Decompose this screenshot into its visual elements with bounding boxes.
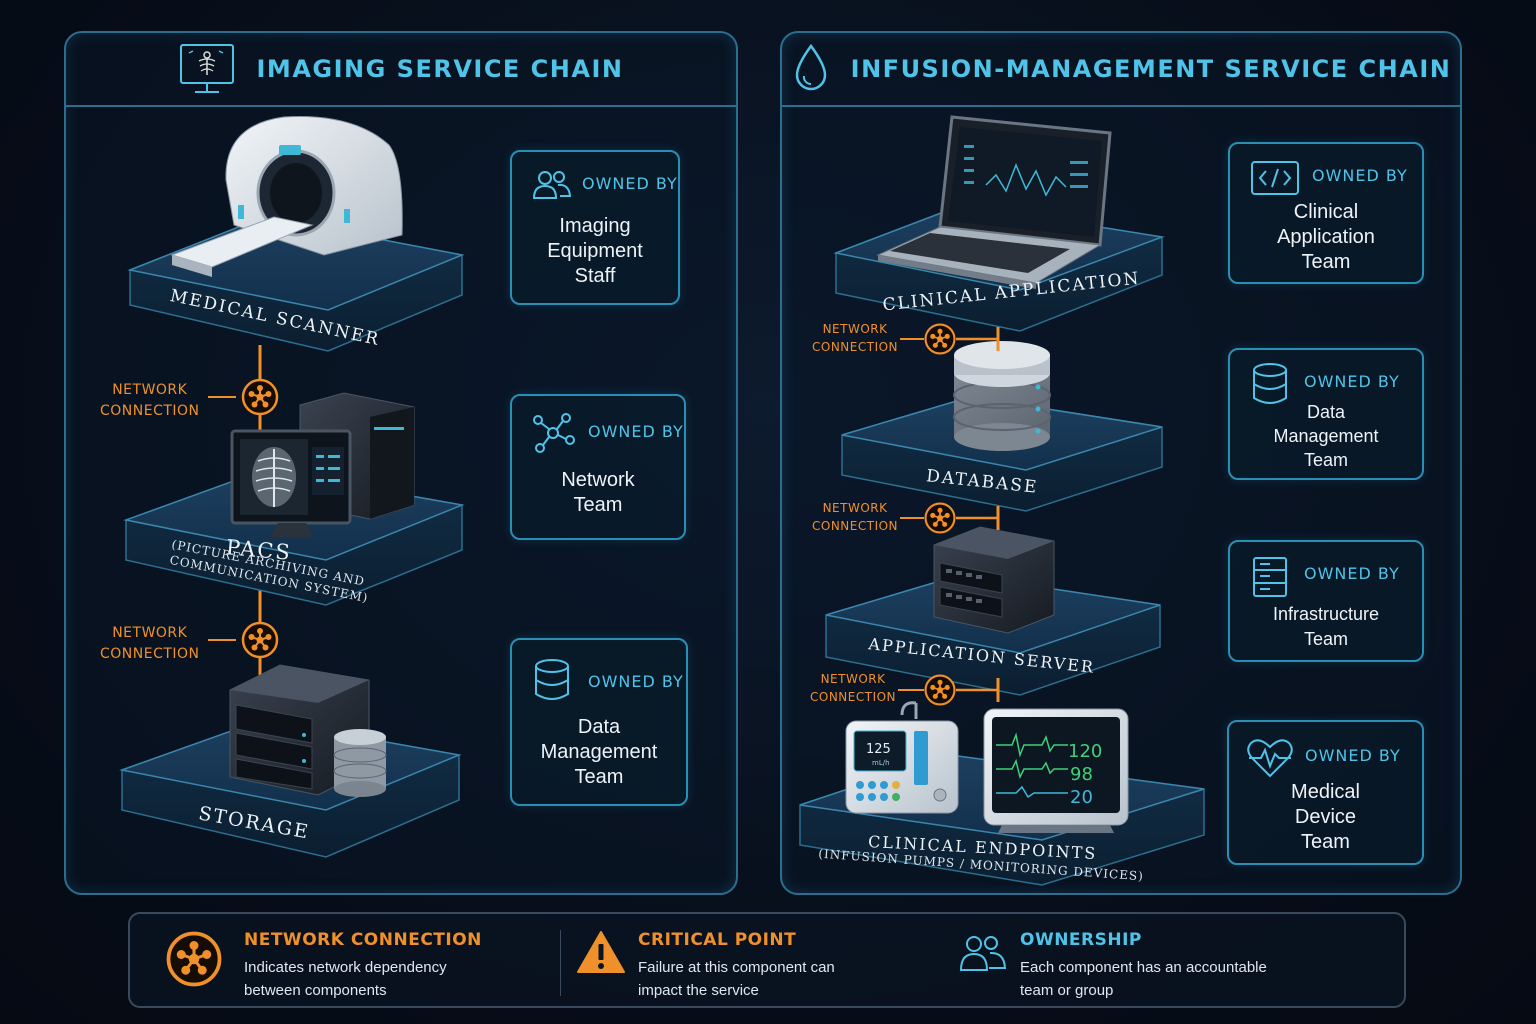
owner-team-name: Network Team <box>561 469 635 516</box>
imaging-panel-title: IMAGING SERVICE CHAIN <box>256 55 624 83</box>
pump-value: 125 <box>866 742 891 757</box>
owner-team-name: Data Management Team <box>1273 402 1379 470</box>
network-icon <box>533 413 575 453</box>
infusion-pump-icon: 125 mL/h <box>845 701 959 814</box>
owner-team-name: Clinical Application Team <box>1277 201 1375 273</box>
owner-box-database: OWNED BY Data Management Team <box>1228 348 1424 480</box>
legend-critical-desc: Failure at this component can impact the… <box>638 959 835 999</box>
owned-by-tag: OWNED BY <box>1312 166 1408 185</box>
owner-team-name: Medical Device Team <box>1291 781 1360 853</box>
database-icon <box>535 659 569 700</box>
owned-by-tag: OWNED BY <box>582 174 678 193</box>
legend-critical-title: CRITICAL POINT <box>638 930 797 950</box>
network-connector-3 <box>898 674 1000 706</box>
network-connection-icon <box>166 931 222 987</box>
database-cylinder-icon <box>953 341 1051 451</box>
users-icon <box>532 171 572 199</box>
owned-by-tag: OWNED BY <box>1305 746 1401 765</box>
infusion-panel-title: INFUSION-MANAGEMENT SERVICE CHAIN <box>850 55 1452 83</box>
server-icon <box>1253 557 1287 597</box>
pacs-monitor-icon <box>230 429 352 537</box>
legend-network-desc: Indicates network dependency between com… <box>244 959 447 999</box>
warning-icon <box>577 931 625 973</box>
monitor-value-2: 98 <box>1070 764 1093 785</box>
legend: NETWORK CONNECTION Indicates network dep… <box>128 912 1406 1008</box>
network-node-1 <box>241 378 279 416</box>
patient-monitor-icon: 120 98 20 <box>983 708 1129 833</box>
monitor-value-3: 20 <box>1070 787 1093 808</box>
owned-by-tag: OWNED BY <box>588 672 684 691</box>
owned-by-tag: OWNED BY <box>1304 372 1400 391</box>
heart-pulse-icon <box>1247 739 1293 778</box>
droplet-icon <box>795 43 826 91</box>
network-node-2 <box>241 621 279 659</box>
pump-unit: mL/h <box>872 759 890 767</box>
infusion-panel-header: INFUSION-MANAGEMENT SERVICE CHAIN <box>782 33 1460 107</box>
owned-by-tag: OWNED BY <box>588 422 684 441</box>
ownership-users-icon <box>959 936 1007 971</box>
owner-box-pacs: OWNED BY Network Team <box>510 394 686 540</box>
application-server-icon <box>933 526 1055 634</box>
owner-box-infrastructure: OWNED BY Infrastructure Team <box>1228 540 1424 662</box>
owner-box-clinical-app: OWNED BY Clinical Application Team <box>1228 142 1424 284</box>
code-icon <box>1251 161 1299 195</box>
infusion-diagram: 125 mL/h 120 98 20 <box>799 115 1205 886</box>
imaging-panel-header: IMAGING SERVICE CHAIN <box>66 33 736 107</box>
monitor-xray-icon <box>179 44 234 93</box>
owner-box-medical-device: OWNED BY Medical Device Team <box>1227 720 1424 865</box>
legend-divider <box>560 930 561 996</box>
owner-team-name: Imaging Equipment Staff <box>547 215 643 287</box>
owner-box-storage: OWNED BY Data Management Team <box>510 638 688 806</box>
network-connector-1 <box>900 323 1000 355</box>
medical-scanner-icon <box>170 116 403 277</box>
laptop-icon <box>876 115 1112 289</box>
owner-team-name: Data Management Team <box>540 716 658 788</box>
legend-network-title: NETWORK CONNECTION <box>244 930 482 950</box>
owned-by-tag: OWNED BY <box>1304 564 1400 583</box>
owner-team-name: Infrastructure Team <box>1272 604 1380 649</box>
owner-box-scanner: OWNED BY Imaging Equipment Staff <box>510 150 680 305</box>
imaging-diagram <box>119 116 465 858</box>
database-icon <box>1253 363 1287 404</box>
network-connector-2 <box>900 502 1000 534</box>
legend-ownership-title: OWNERSHIP <box>1020 930 1142 950</box>
storage-database-icon <box>333 729 387 797</box>
monitor-value-1: 120 <box>1068 741 1102 762</box>
legend-ownership-desc: Each component has an accountable team o… <box>1020 959 1267 999</box>
